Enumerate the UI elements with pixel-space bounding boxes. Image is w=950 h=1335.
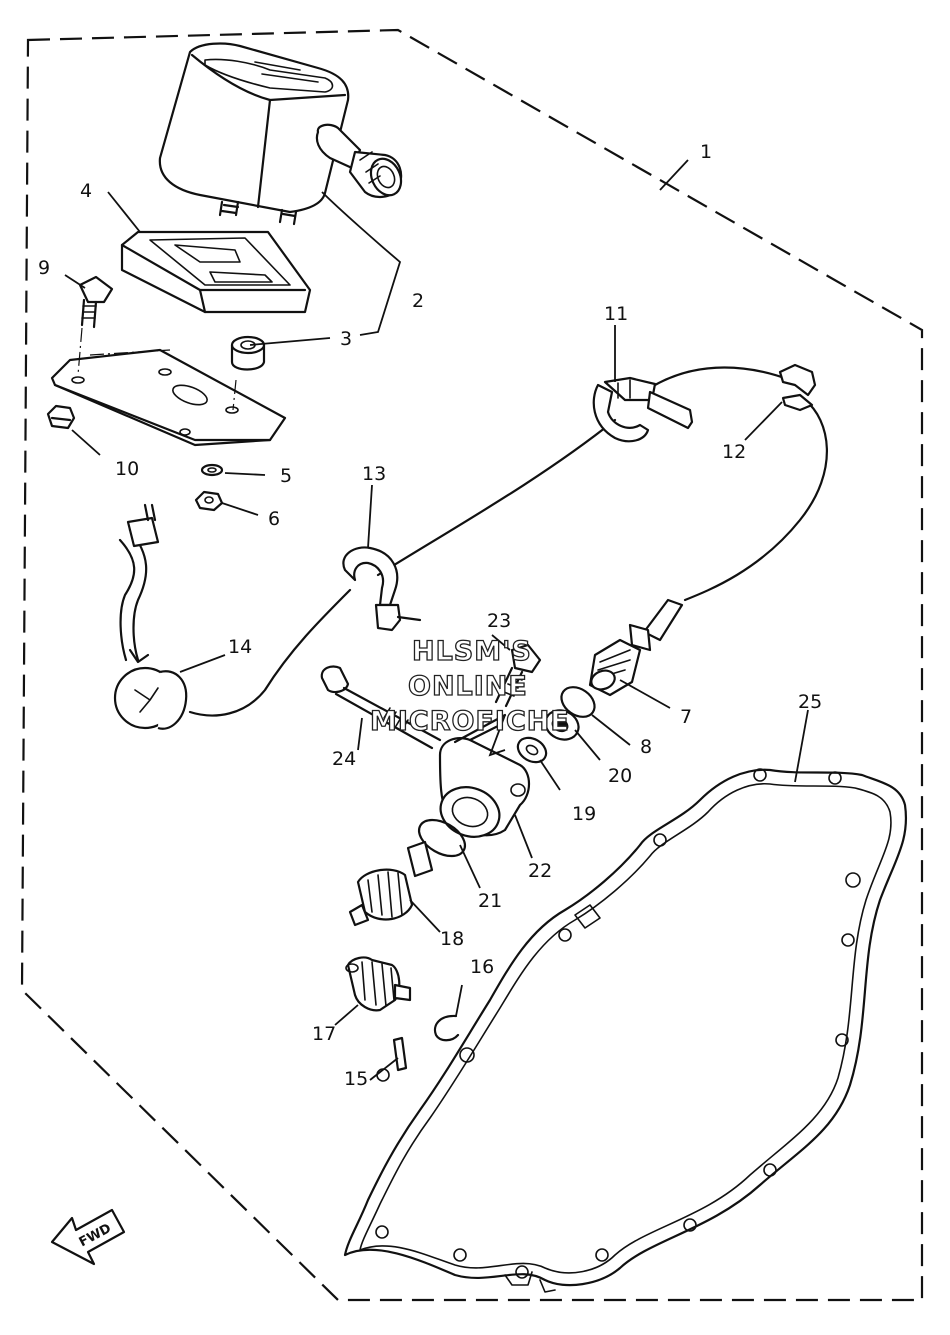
drive-gear-18 [348, 840, 434, 927]
watermark-line-3: MICROFICHE [370, 706, 570, 737]
gear-housing-22 [438, 713, 531, 838]
callout-25: 25 [798, 691, 822, 713]
washer-19 [516, 736, 548, 764]
callout-7: 7 [680, 706, 692, 728]
callout-17: 17 [312, 1023, 336, 1045]
callout-20: 20 [608, 765, 632, 787]
callout-24: 24 [332, 748, 356, 770]
callout-4: 4 [80, 180, 92, 202]
watermark-line-2: ONLINE [408, 671, 528, 702]
bolt-9 [78, 275, 114, 329]
nut-10 [46, 404, 76, 430]
clamp-11 [592, 376, 694, 443]
callout-3: 3 [340, 328, 352, 350]
callout-2: 2 [412, 290, 424, 312]
callout-11: 11 [604, 303, 628, 325]
callout-9: 9 [38, 257, 50, 279]
nut-6 [194, 490, 224, 512]
callout-13: 13 [362, 463, 386, 485]
callout-21: 21 [478, 890, 502, 912]
speedometer-cable [188, 366, 828, 717]
callout-15: 15 [344, 1068, 368, 1090]
grommet-3 [230, 335, 266, 371]
driven-gear-17 [345, 956, 412, 1012]
callout-8: 8 [640, 736, 652, 758]
watermark-line-1: HLSM'S [412, 636, 532, 667]
assembly-boundary [20, 28, 924, 1302]
cable-fitting-7 [588, 598, 684, 697]
bolt-23 [494, 643, 542, 708]
callout-6: 6 [268, 508, 280, 530]
pin-15 [392, 1036, 408, 1072]
callout-22: 22 [528, 860, 552, 882]
meter-bracket-dampener [120, 230, 312, 314]
speedometer-head [158, 42, 403, 226]
callout-10: 10 [115, 458, 139, 480]
clamp-12 [778, 363, 817, 412]
screw-24 [320, 665, 442, 750]
callout-5: 5 [280, 465, 292, 487]
watermark: HLSM'S ONLINE MICROFICHE [369, 635, 570, 737]
meter-bracket-plate [50, 348, 287, 447]
callout-14: 14 [228, 636, 252, 658]
callout-1: 1 [700, 141, 712, 163]
callout-16: 16 [470, 956, 494, 978]
callout-12: 12 [722, 441, 746, 463]
clamp-13 [342, 546, 422, 632]
crankcase-gasket-25 [343, 768, 907, 1293]
fwd-arrow-icon: FWD [50, 1208, 126, 1266]
callout-23: 23 [487, 610, 511, 632]
callout-19: 19 [572, 803, 596, 825]
washer-5 [200, 463, 224, 477]
circlip-16 [433, 1014, 460, 1042]
o-ring-21 [417, 818, 467, 858]
callout-18: 18 [440, 928, 464, 950]
cable-cap-14 [113, 503, 188, 730]
